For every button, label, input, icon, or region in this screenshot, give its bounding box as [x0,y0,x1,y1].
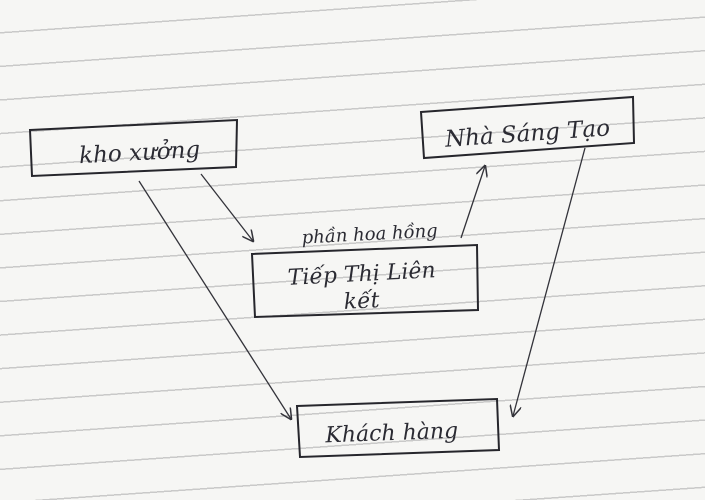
commission-label: phần hoa hồng [301,220,438,248]
arrow-creator-to-customer [513,147,586,416]
creator-box [419,95,636,160]
arrow-warehouse-to-customer [138,180,291,419]
arrow-warehouse-to-affiliate [200,173,253,241]
arrow-affiliate-to-creator [460,166,485,239]
warehouse-label: kho xưởng [78,137,200,169]
affiliate-box [250,243,480,319]
warehouse-box [28,118,239,178]
affiliate-label-line1: Tiếp Thị Liên [287,257,436,291]
affiliate-label-line2: kết [343,287,380,315]
customer-label: Khách hàng [324,419,459,449]
customer-box [295,397,501,459]
